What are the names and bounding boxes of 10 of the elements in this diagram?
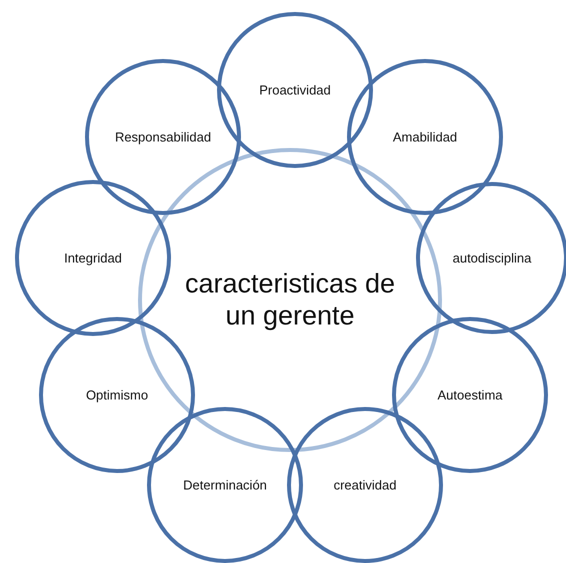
node-label: Optimismo (86, 388, 148, 402)
node-label: autodisciplina (452, 250, 532, 266)
node-label: Integridad (64, 250, 122, 266)
node-label: Determinación (183, 478, 267, 492)
node-label: Proactividad (259, 82, 331, 98)
node-label: creatividad (334, 478, 396, 492)
node-label: Autoestima (437, 388, 503, 402)
node-label: Responsabilidad (114, 130, 212, 144)
center-title: caracteristicas de un gerente (184, 268, 396, 332)
node-label: Amabilidad (392, 130, 458, 144)
